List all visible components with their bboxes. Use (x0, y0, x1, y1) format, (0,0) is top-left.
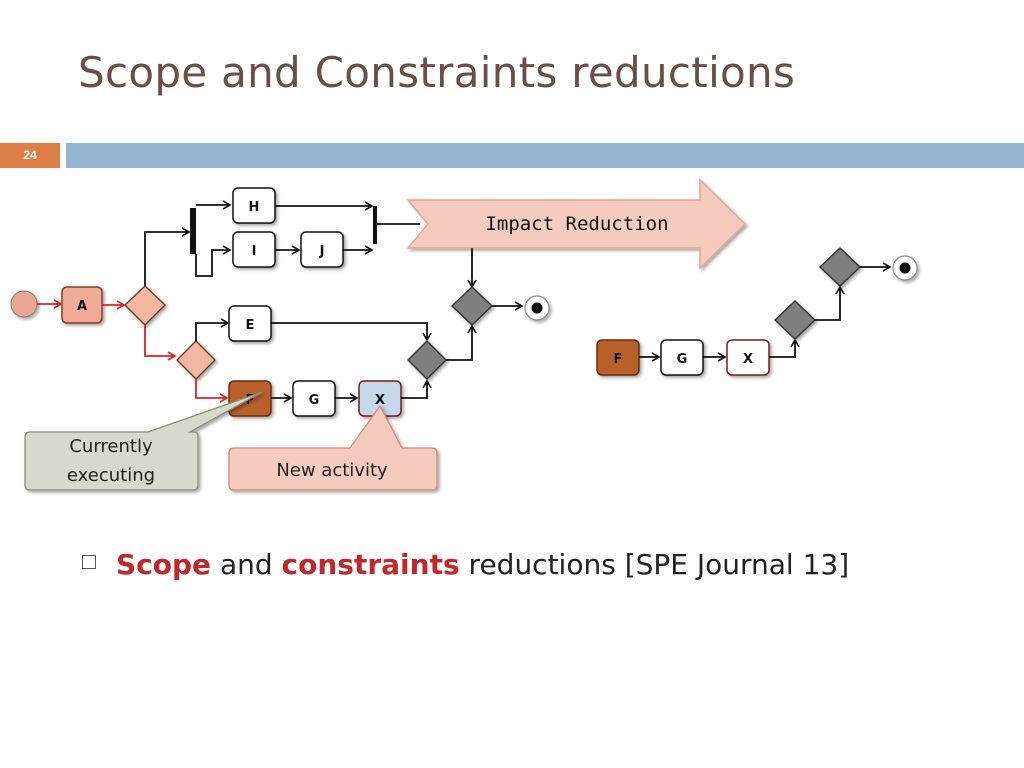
impact-reduction-label: Impact Reduction (485, 213, 668, 235)
bullet-scope: Scope (116, 548, 212, 581)
gateway-split-1 (123, 285, 167, 326)
activity-g: G (292, 380, 336, 417)
impact-reduction-arrow: Impact Reduction (406, 178, 747, 270)
slide-title: Scope and Constraints reductions (78, 48, 796, 97)
svg-text:X: X (375, 393, 385, 408)
svg-text:A: A (77, 299, 87, 314)
bullet-and: and (211, 548, 282, 581)
gateway-split-2 (176, 340, 216, 380)
svg-text:H: H (249, 200, 260, 215)
parallel-split-bar (190, 208, 196, 254)
reduced-gateway-1 (773, 300, 817, 340)
svg-text:Currently: Currently (69, 436, 153, 457)
svg-text:E: E (246, 318, 255, 333)
activity-j: J (300, 231, 344, 268)
svg-text:G: G (677, 352, 688, 367)
reduced-end-event (892, 255, 918, 281)
activity-i: I (232, 231, 276, 268)
svg-text:New activity: New activity (276, 460, 388, 481)
gateway-join-2 (450, 286, 494, 326)
reduced-activity-g: G (660, 339, 704, 376)
bullet-checkbox-icon (82, 555, 96, 569)
bullet-rest: reductions [SPE Journal 13] (459, 548, 850, 581)
svg-text:executing: executing (67, 465, 155, 486)
activity-a: A (61, 286, 103, 324)
reduced-activity-f: F (596, 339, 640, 376)
svg-text:X: X (743, 352, 753, 367)
svg-text:F: F (614, 352, 623, 367)
end-event (524, 295, 550, 321)
bullet-item: Scope and constraints reductions [SPE Jo… (82, 548, 849, 581)
parallel-join-bar (373, 206, 377, 244)
gateway-join-1 (407, 340, 447, 380)
page-number: 24 (0, 143, 60, 168)
svg-text:G: G (309, 393, 320, 408)
callout-currently-executing: Currently executing (24, 391, 263, 491)
activity-h: H (232, 187, 276, 224)
header-band (66, 143, 1024, 168)
start-event (10, 290, 38, 318)
reduced-gateway-2 (818, 247, 862, 287)
reduced-activity-x: X (726, 339, 770, 376)
callout-new-activity: New activity (228, 404, 438, 491)
svg-text:I: I (252, 244, 257, 259)
svg-text:J: J (319, 244, 325, 259)
activity-e: E (228, 305, 272, 342)
bullet-constraints: constraints (281, 548, 460, 581)
svg-text:F: F (246, 393, 255, 408)
process-diagram: Impact Reduction A H I J (10, 178, 918, 491)
